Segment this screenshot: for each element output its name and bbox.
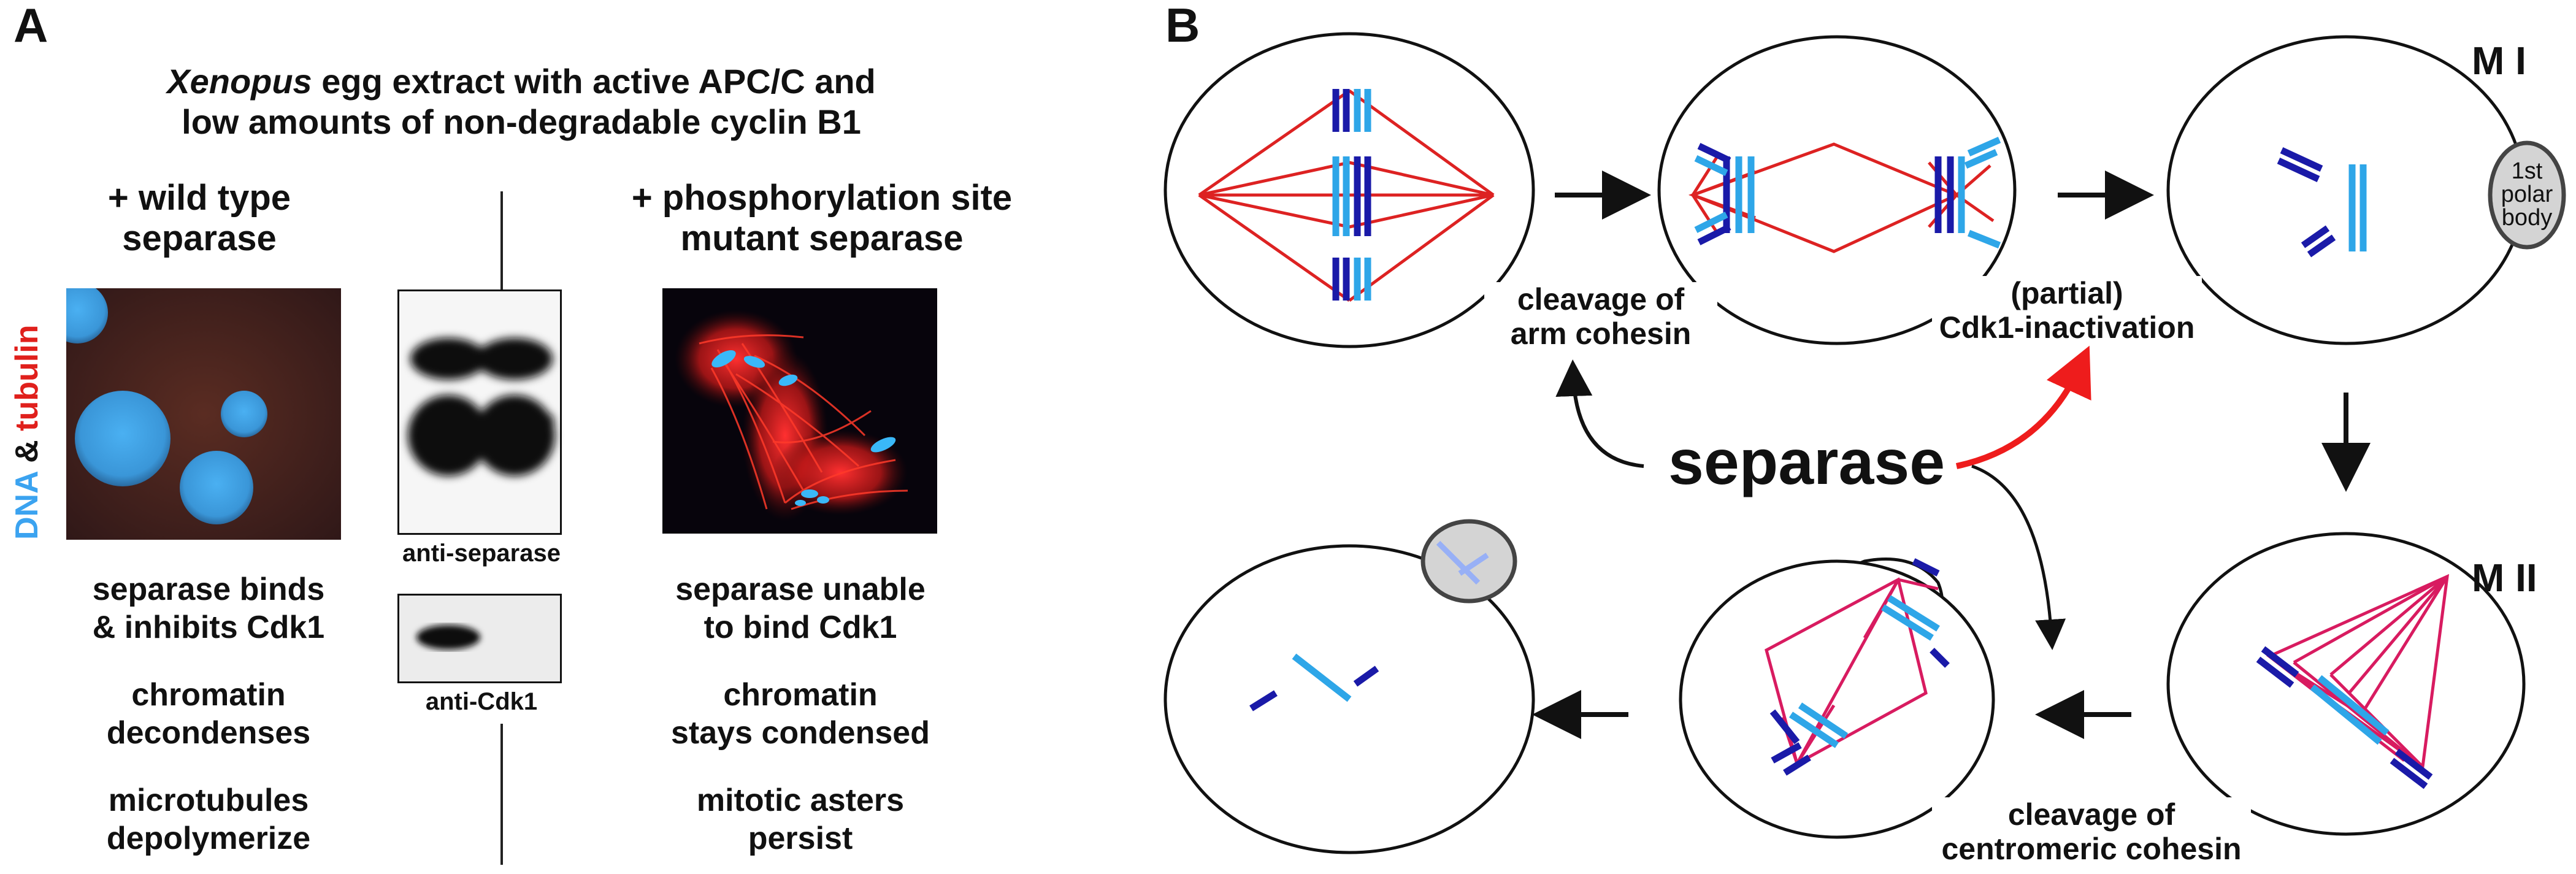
mutant-micrograph-svg [662, 288, 937, 534]
blot2-label: anti-Cdk1 [425, 688, 538, 715]
right-desc-3: chromatin [723, 677, 878, 713]
centromeric-line2: centromeric cohesin [1941, 832, 2242, 866]
cell-anaphase-2 [1679, 558, 1995, 839]
blot-separase-svg [408, 338, 555, 476]
right-heading-line2: mutant separase [680, 218, 964, 258]
divider-bottom [500, 724, 503, 865]
cdk1-line2: Cdk1-inactivation [1939, 310, 2195, 345]
title-italic: Xenopus [167, 62, 312, 101]
dna-droplet [66, 288, 108, 343]
panel-a-letter: A [13, 0, 48, 52]
centromeric-cohesin-label: cleavage of centromeric cohesin [1932, 797, 2251, 866]
arm-cohesin-line2: arm cohesin [1510, 316, 1692, 351]
right-descriptions: separase unable to bind Cdk1 chromatin s… [613, 570, 987, 857]
panel-a-title: Xenopus egg extract with active APC/C an… [37, 61, 1006, 142]
right-desc-4: stays condensed [671, 715, 930, 751]
cell-after-meiosis-1 [2166, 35, 2566, 345]
blot1-label: anti-separase [402, 540, 561, 567]
cell-metaphase-2 [2166, 532, 2526, 836]
wildtype-micrograph-svg [66, 288, 341, 540]
right-desc-5: mitotic asters [696, 783, 905, 818]
m1-label: M I [2472, 39, 2526, 83]
title-line2: low amounts of non-degradable cyclin B1 [182, 102, 861, 141]
polar-body-line1: 1st [2511, 158, 2543, 184]
left-heading: + wild type separase [55, 178, 343, 259]
cell-anaphase-1 [1657, 35, 2017, 345]
cell-after-meiosis-2 [1163, 519, 1535, 854]
left-desc-2: & inhibits Cdk1 [92, 610, 325, 645]
polar-body-label: 1st polar body [2490, 159, 2564, 229]
polar-body-line2: polar [2501, 182, 2553, 207]
dna-droplet [180, 451, 253, 524]
first-polar-body [2488, 140, 2566, 250]
left-desc-5: microtubules [108, 783, 309, 818]
panel-b-letter: B [1165, 0, 1200, 52]
dna-droplet [221, 391, 267, 437]
left-desc-1: separase binds [92, 572, 325, 607]
arm-cohesin-label: cleavage of arm cohesin [1484, 282, 1717, 351]
separase-label: separase [1668, 427, 1945, 498]
dna-droplet [75, 391, 171, 486]
second-polar-body [1420, 519, 1517, 604]
title-rest: egg extract with active APC/C and [312, 62, 876, 101]
left-desc-4: decondenses [106, 715, 311, 751]
right-heading: + phosphorylation site mutant separase [546, 178, 1098, 259]
cell-metaphase-1 [1163, 32, 1535, 348]
mutant-micrograph [662, 288, 937, 534]
right-heading-line1: + phosphorylation site [631, 178, 1013, 218]
left-heading-line1: + wild type [107, 178, 291, 218]
left-desc-6: depolymerize [106, 821, 311, 856]
blot-cdk1-svg [416, 625, 480, 650]
left-desc-3: chromatin [131, 677, 286, 713]
arm-cohesin-line1: cleavage of [1517, 282, 1685, 316]
western-blot-cdk1 [397, 594, 562, 683]
cdk1-inactivation-label: (partial) Cdk1-inactivation [1932, 276, 2202, 345]
right-desc-6: persist [748, 821, 853, 856]
separase-arrows [1555, 345, 2091, 650]
centromeric-line1: cleavage of [2007, 797, 2175, 832]
condensed-chromatin [711, 350, 896, 506]
wildtype-micrograph [66, 288, 341, 540]
process-arrows [1532, 171, 2371, 739]
divider-top [500, 191, 503, 289]
western-blot-separase [397, 289, 562, 535]
m2-label: M II [2472, 556, 2537, 600]
left-heading-line2: separase [122, 218, 277, 258]
left-descriptions: separase binds & inhibits Cdk1 chromatin… [37, 570, 380, 857]
right-desc-2: to bind Cdk1 [703, 610, 897, 645]
right-desc-1: separase unable [675, 572, 926, 607]
polar-body-line3: body [2501, 205, 2553, 231]
cdk1-line1: (partial) [2011, 276, 2123, 310]
